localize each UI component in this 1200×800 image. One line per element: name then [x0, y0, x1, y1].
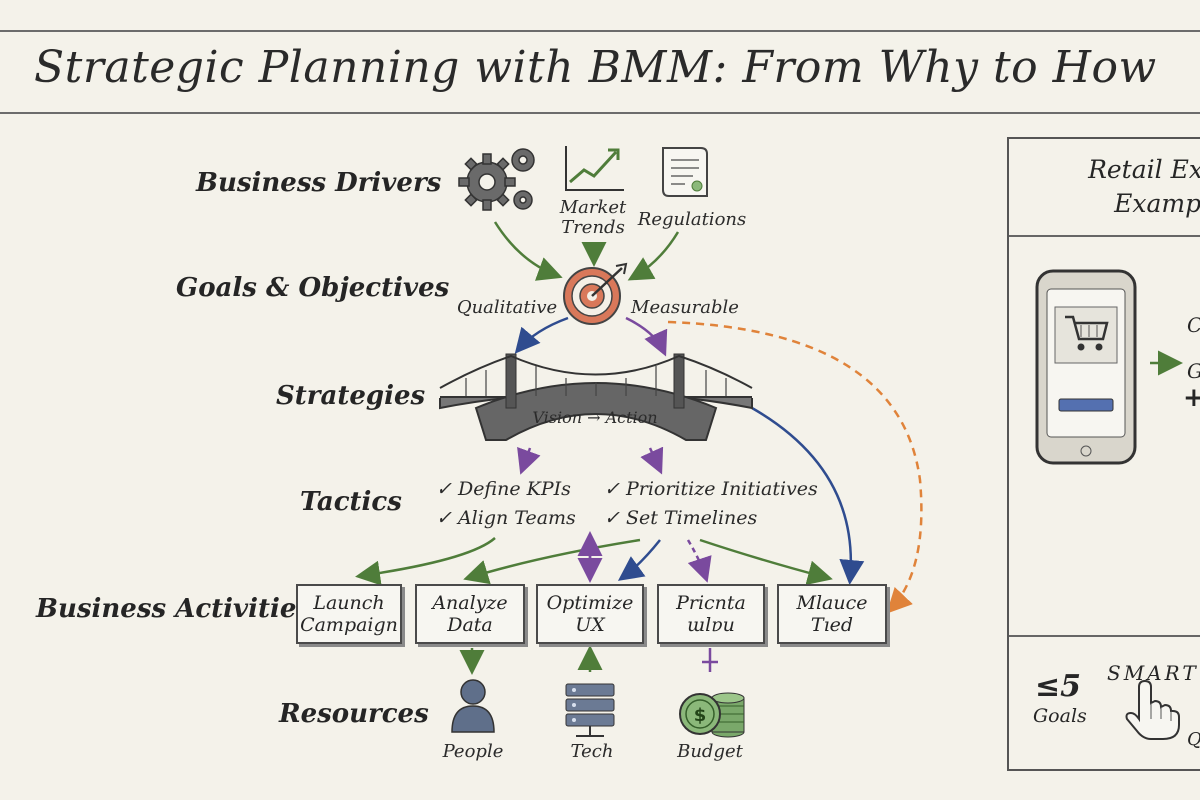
- driver-market-trends: Market Trends: [559, 197, 627, 238]
- level-business-activities: Business Activities: [36, 594, 312, 624]
- resource-budget: Budget: [677, 741, 743, 762]
- tactic-set-timelines: ✓ Set Timelines: [604, 507, 758, 529]
- smart-label: SMART: [1107, 661, 1199, 685]
- person-icon: [451, 679, 495, 733]
- example-title-divider: [1009, 235, 1200, 237]
- shopping-cart-icon: [1065, 315, 1109, 351]
- level-tactics: Tactics: [300, 487, 402, 517]
- gears-icon: [458, 148, 535, 211]
- example-bottom-divider: [1009, 635, 1200, 637]
- bridge-icon: [439, 353, 753, 441]
- document-scroll-icon: [662, 147, 708, 197]
- example-panel: Retail Expan Example C G + ≤5 Goals SMAR…: [1007, 137, 1200, 771]
- resource-people: People: [442, 741, 504, 762]
- tactic-prioritize-initiatives: ✓ Prioritize Initiatives: [604, 478, 818, 500]
- tactic-define-kpis: ✓ Define KPIs: [436, 478, 571, 500]
- coins-icon: $: [679, 692, 745, 738]
- example-fragment-4: Q: [1187, 729, 1200, 750]
- goal-measurable: Measurable: [631, 297, 739, 318]
- driver-regulations: Regulations: [637, 209, 747, 230]
- level-goals-objectives: Goals & Objectives: [176, 273, 450, 303]
- title-bottom-rule: [0, 112, 1200, 114]
- activity-analyze-data: Analyze Data: [415, 584, 525, 644]
- hand-pointer-icon: [1125, 679, 1180, 740]
- example-fragment-1: C: [1187, 313, 1200, 337]
- example-title: Retail Expan Example: [1088, 155, 1200, 218]
- activity-label: Optimize UX: [546, 592, 634, 636]
- goals-count: ≤5: [1035, 669, 1082, 704]
- activity-box-4: Pricnta ɯlɐu: [657, 584, 765, 644]
- resource-tech: Tech: [570, 741, 614, 762]
- goal-qualitative: Qualitative: [456, 297, 558, 318]
- activity-optimize-ux: Optimize UX: [536, 584, 644, 644]
- level-resources: Resources: [279, 699, 429, 729]
- title-top-rule: [0, 30, 1200, 32]
- example-fragment-2: G: [1187, 359, 1200, 383]
- server-icon: [565, 683, 615, 737]
- target-icon: [563, 262, 628, 325]
- activity-label: Mlauce Tıed: [796, 592, 868, 636]
- activity-label: Launch Campaign: [300, 592, 398, 636]
- example-fragment-3: +: [1183, 383, 1200, 413]
- tactic-align-teams: ✓ Align Teams: [436, 507, 576, 529]
- goals-label: Goals: [1033, 705, 1087, 727]
- trend-chart-icon: [565, 146, 624, 191]
- bridge-label: Vision → Action: [532, 408, 658, 427]
- page-title: Strategic Planning with BMM: From Why to…: [34, 42, 1157, 93]
- activity-label: Analyze Data: [432, 592, 508, 636]
- activity-label: Pricnta ɯlɐu: [676, 592, 746, 636]
- smartphone-icon: [1035, 269, 1137, 465]
- level-business-drivers: Business Drivers: [196, 168, 442, 198]
- activity-launch-campaign: Launch Campaign: [296, 584, 402, 644]
- level-strategies: Strategies: [276, 381, 426, 411]
- activity-box-5: Mlauce Tıed: [777, 584, 887, 644]
- svg-text:$: $: [694, 705, 707, 726]
